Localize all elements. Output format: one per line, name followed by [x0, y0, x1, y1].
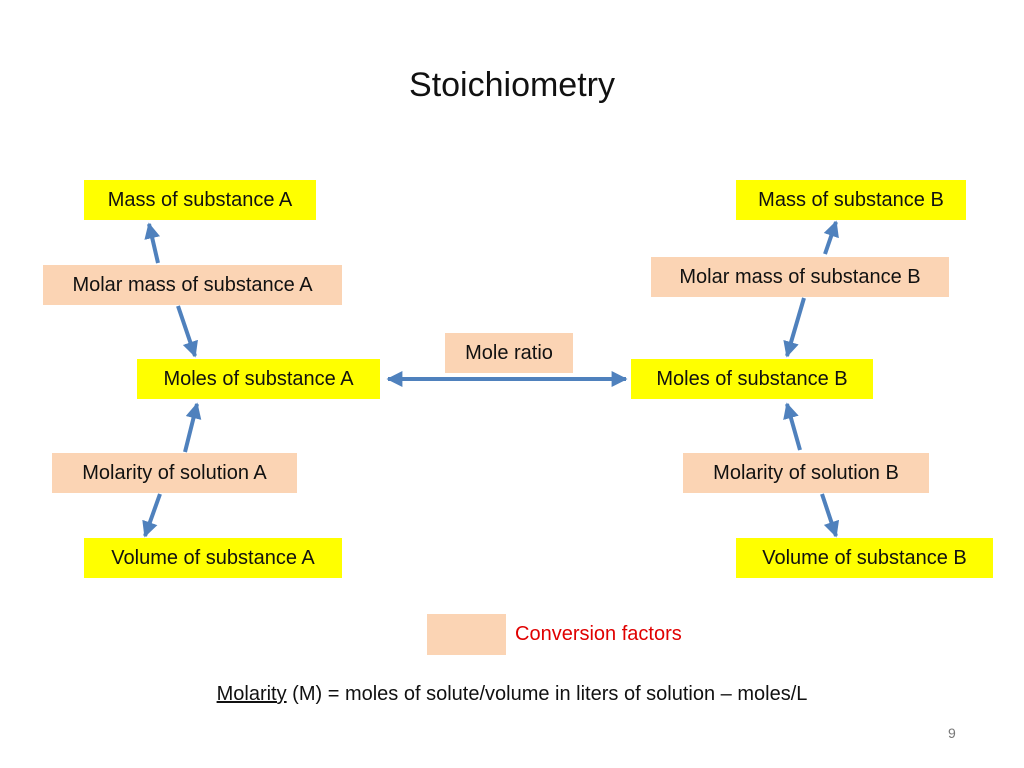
box-volume-a: Volume of substance A — [84, 538, 342, 578]
arrow-moles-a-down — [183, 402, 202, 453]
page-number: 9 — [948, 725, 956, 741]
box-molar-mass-a: Molar mass of substance A — [43, 265, 342, 305]
arrow-mass-a — [144, 222, 161, 264]
footnote-definition: (M) = moles of solute/volume in liters o… — [286, 683, 808, 705]
arrow-volume-a — [142, 493, 162, 538]
arrow-mass-b — [823, 220, 839, 255]
arrow-moles-a-up — [176, 305, 198, 358]
footnote: Molarity (M) = moles of solute/volume in… — [0, 683, 1024, 706]
box-molar-mass-b: Molar mass of substance B — [651, 257, 949, 297]
legend-swatch — [427, 614, 506, 655]
arrow-moles-b-up — [783, 297, 806, 358]
arrow-moles-b-down — [783, 402, 802, 451]
box-moles-b: Moles of substance B — [631, 359, 873, 399]
box-mole-ratio: Mole ratio — [445, 333, 573, 373]
legend-label: Conversion factors — [515, 623, 682, 645]
box-moles-a: Moles of substance A — [137, 359, 380, 399]
box-volume-b: Volume of substance B — [736, 538, 993, 578]
arrow-volume-b — [820, 493, 840, 538]
footnote-term: Molarity — [216, 683, 287, 705]
box-molarity-a: Molarity of solution A — [52, 453, 297, 493]
box-molarity-b: Molarity of solution B — [683, 453, 929, 493]
box-mass-b: Mass of substance B — [736, 180, 966, 220]
slide-title: Stoichiometry — [409, 66, 615, 104]
box-mass-a: Mass of substance A — [84, 180, 316, 220]
